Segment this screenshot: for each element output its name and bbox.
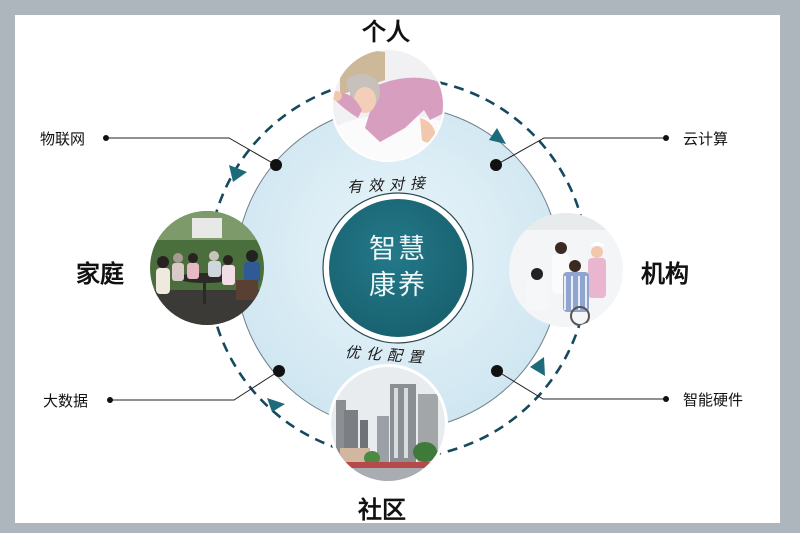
node-title-institution: 机构 <box>641 260 689 288</box>
node-title-individual: 个人 <box>362 18 410 46</box>
arrow-icon <box>229 165 247 182</box>
node-title-family: 家庭 <box>76 260 124 288</box>
connector-lines <box>106 137 666 401</box>
tech-label-bigdata: 大数据 <box>43 392 89 410</box>
tech-label-cloud: 云计算 <box>683 130 729 148</box>
connector-dots <box>103 135 669 403</box>
arc-label-top: 有效对接 <box>346 173 432 197</box>
tech-label-smart-hardware: 智能硬件 <box>683 391 744 409</box>
photo-community <box>328 364 448 484</box>
arrow-icon <box>530 357 545 376</box>
center-title-line2: 康养 <box>369 270 427 301</box>
arrow-icon <box>489 128 506 144</box>
tech-label-iot: 物联网 <box>40 130 86 148</box>
arrow-icon <box>267 398 285 412</box>
center-circle <box>329 199 467 337</box>
photo-individual <box>331 48 445 162</box>
center-title: 智慧 康养 <box>348 232 448 304</box>
node-title-community: 社区 <box>358 496 406 524</box>
center-title-line1: 智慧 <box>369 234 427 265</box>
flow-arrows <box>229 128 545 412</box>
